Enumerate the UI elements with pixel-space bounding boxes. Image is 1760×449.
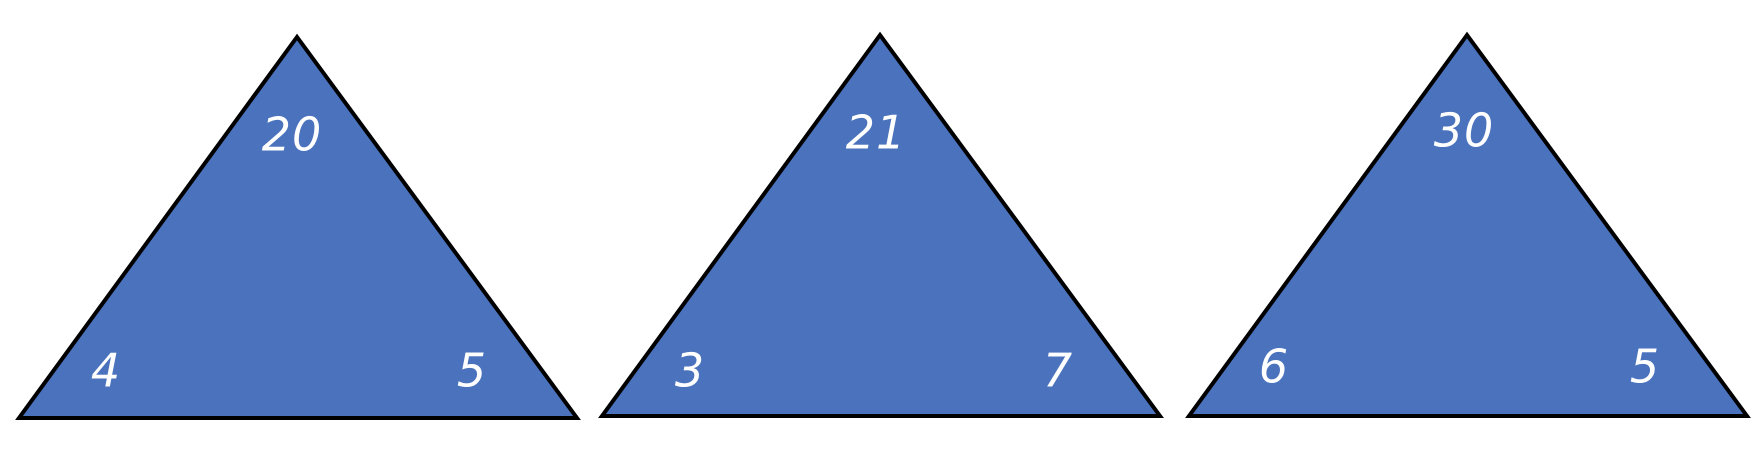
- triangle-left-number: 4: [91, 344, 121, 398]
- triangle-top-number: 21: [846, 106, 907, 160]
- triangle-shape: [15, 33, 581, 420]
- triangle-right-number: 5: [457, 344, 487, 398]
- triangle-shape: [598, 31, 1164, 418]
- fact-triangle-1: 20 4 5: [15, 33, 581, 420]
- fact-triangle-2: 21 3 7: [598, 31, 1164, 418]
- triangle-shape: [1185, 31, 1751, 418]
- triangle-top-number: 20: [262, 108, 323, 162]
- fact-triangle-3: 30 6 5: [1185, 31, 1751, 418]
- triangle-left-number: 6: [1259, 340, 1289, 394]
- triangle-right-number: 5: [1630, 340, 1660, 394]
- triangle-left-number: 3: [675, 344, 705, 398]
- triangle-right-number: 7: [1043, 344, 1073, 398]
- triangle-top-number: 30: [1434, 104, 1495, 158]
